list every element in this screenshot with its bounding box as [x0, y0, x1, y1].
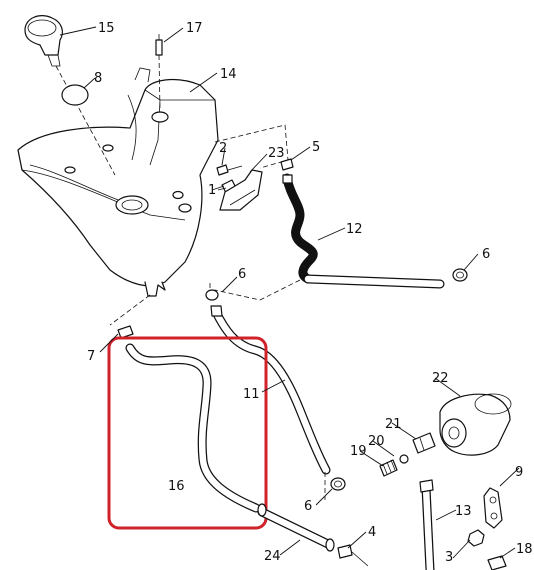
dipstick-tube[interactable] [419, 479, 435, 570]
leader-lines [59, 26, 520, 559]
pipe-24[interactable] [257, 503, 335, 552]
mounting-bracket[interactable] [219, 169, 263, 211]
callout-5: 5 [312, 140, 320, 155]
callout-18: 18 [516, 542, 533, 557]
callout-2: 2 [219, 141, 227, 156]
callout-24: 24 [264, 549, 281, 564]
hose-clip-5[interactable] [280, 158, 294, 171]
callout-11: 11 [243, 387, 260, 402]
clip-18[interactable] [487, 555, 507, 570]
callout-15: 15 [98, 21, 115, 36]
ball-valve[interactable] [399, 454, 409, 464]
callout-16: 16 [168, 479, 185, 494]
bracket-9[interactable] [483, 487, 503, 529]
callout-14: 14 [220, 67, 237, 82]
hose-clip-7[interactable] [117, 325, 134, 339]
callout-3: 3 [445, 550, 453, 565]
callout-6-middle: 6 [238, 267, 246, 282]
callout-1: 1 [208, 183, 216, 198]
dipstick-cap[interactable] [24, 15, 116, 176]
spring[interactable] [379, 459, 398, 477]
nut-3[interactable] [467, 529, 485, 547]
callout-6-upper-right: 6 [482, 247, 490, 262]
highlight-box [107, 336, 268, 530]
hose-11[interactable] [210, 305, 331, 475]
callout-17: 17 [186, 21, 203, 36]
callout-7: 7 [87, 349, 95, 364]
cap-seal[interactable] [61, 84, 89, 106]
callout-22: 22 [432, 371, 449, 386]
vent-fitting[interactable] [155, 34, 163, 111]
hose-16[interactable] [125, 343, 261, 513]
callout-23: 23 [268, 146, 285, 161]
screw-2[interactable] [216, 164, 243, 176]
callout-12: 12 [346, 222, 363, 237]
callout-20: 20 [368, 434, 385, 449]
hose-clip-6b[interactable] [205, 289, 219, 301]
hose-clip-6a[interactable] [452, 268, 468, 282]
callout-9: 9 [515, 465, 523, 480]
callout-labels: 15 8 17 14 2 1 23 5 12 6 6 7 11 22 21 20… [87, 21, 533, 565]
callout-13: 13 [455, 504, 472, 519]
filter-adapter[interactable] [412, 432, 436, 454]
fitting-4[interactable] [337, 544, 369, 567]
oil-filter[interactable] [439, 393, 512, 456]
hose-clip-6c[interactable] [330, 477, 346, 491]
callout-21: 21 [385, 417, 402, 432]
oil-tank[interactable] [17, 67, 219, 297]
hose-12[interactable] [282, 173, 445, 289]
callout-6-lower: 6 [304, 499, 312, 514]
callout-8: 8 [94, 71, 102, 86]
callout-4: 4 [368, 525, 376, 540]
callout-19: 19 [350, 444, 367, 459]
